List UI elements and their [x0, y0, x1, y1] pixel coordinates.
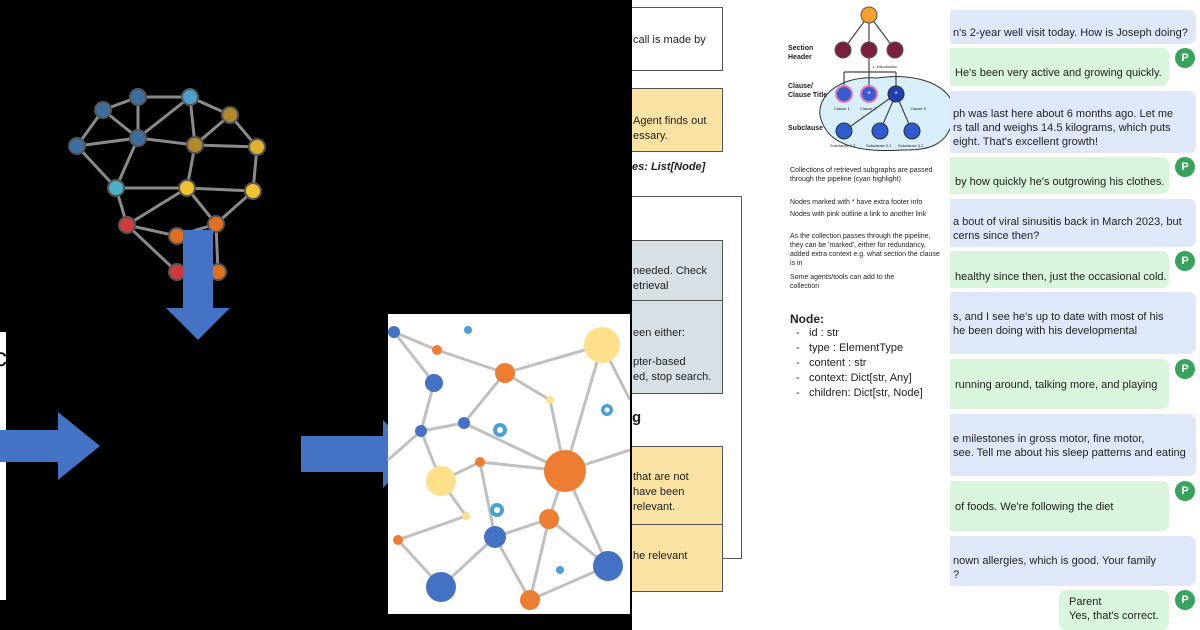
parent-avatar: P — [1175, 359, 1195, 379]
pipeline-diagram-panel: call is made by Agent finds out essary. … — [632, 0, 950, 630]
pipeline-box-1: call is made by — [632, 7, 723, 71]
note-item: Nodes with pink outline a link to anothe… — [790, 211, 927, 218]
chat-transcript-panel: n's 2-year well visit today. How is Jose… — [950, 0, 1200, 630]
svg-text:*: * — [894, 90, 897, 99]
parent-message: healthy since then, just the occasional … — [950, 251, 1169, 288]
tree-small-s2: Subclause 3.1 — [866, 143, 892, 148]
right-arrow-left-icon — [0, 412, 100, 480]
assistant-message: nown allergies, which is good. Your fami… — [950, 536, 1196, 586]
parent-message: of foods. We're following the diet — [950, 481, 1169, 531]
pipeline-box-2: Agent finds out essary. — [632, 88, 723, 152]
pipeline-relevant-box: he relevant — [632, 524, 723, 592]
tree-small-c1: Clause 1 — [834, 106, 850, 111]
tree-small-s3: Subclause 3.2 — [898, 143, 924, 148]
pipeline-heading-fragment: g — [632, 409, 642, 426]
node-field: children: Dict[str, Node] — [809, 387, 923, 399]
graph-rag-illustration-panel: c Graph — [0, 88, 630, 614]
node-field: id : str — [809, 327, 839, 339]
parent-avatar: P — [1175, 251, 1195, 271]
graph-image — [387, 314, 630, 614]
note-item: Collections of retrieved subgraphs are p… — [790, 167, 933, 183]
tree-small-c3: Clause 3 — [910, 106, 926, 111]
tree-small-intro: 1. Introduction — [872, 64, 898, 69]
node-field: type : ElementType — [809, 342, 904, 354]
left-panel-fragment — [0, 332, 6, 600]
note-item: Some agents/tools can add to the collect… — [790, 274, 895, 290]
node-title: Node: — [790, 312, 824, 326]
assistant-message: ph was last here about 6 months ago. Let… — [950, 91, 1196, 153]
document-tree-diagram: * * — [819, 6, 950, 152]
tree-label-subclause: Subclause — [788, 125, 824, 132]
parent-message: running around, talking more, and playin… — [950, 359, 1169, 409]
parent-message: He's been very active and growing quickl… — [950, 48, 1169, 86]
tree-small-c2: Clause 2 — [860, 106, 876, 111]
assistant-message: e milestones in gross motor, fine motor,… — [950, 414, 1196, 476]
note-item: Nodes marked with * have extra footer in… — [790, 199, 923, 206]
node-field: content : str — [809, 357, 867, 369]
output-type-label: es: List[Node] — [632, 161, 706, 173]
note-item: As the collection passes through the pip… — [790, 233, 940, 267]
down-arrow-icon — [166, 230, 230, 340]
pipeline-check-box: needed. Check etrieval — [632, 240, 723, 302]
parent-avatar: P — [1175, 590, 1195, 610]
graph-label: Graph — [386, 298, 459, 314]
parent-avatar: P — [1175, 48, 1195, 68]
parent-avatar: P — [1175, 157, 1195, 177]
assistant-message: n's 2-year well visit today. How is Jose… — [950, 10, 1196, 44]
assistant-message: s, and I see he's up to date with most o… — [950, 292, 1196, 354]
brain-network-nodes — [68, 88, 266, 281]
assistant-message: a bout of viral sinusitis back in March … — [950, 199, 1196, 247]
pipeline-filter-box: that are not have been relevant. — [632, 446, 723, 526]
left-edge-character: c — [0, 342, 7, 372]
brain-and-graph-illustration — [0, 88, 630, 614]
pipeline-decision-box: een either: pter-based ed, stop search. — [632, 300, 723, 394]
tree-label-section: Section Header — [788, 45, 814, 61]
parent-message: Parent Yes, that's correct. — [1059, 590, 1169, 630]
tree-label-clause: Clause/ Clause Title — [788, 83, 828, 99]
tree-small-s1: Subclause 7.3 — [830, 143, 856, 148]
svg-text:*: * — [867, 90, 870, 99]
node-field: context: Dict[str, Any] — [809, 372, 912, 384]
parent-avatar: P — [1175, 481, 1195, 501]
parent-message: by how quickly he's outgrowing his cloth… — [950, 157, 1169, 194]
